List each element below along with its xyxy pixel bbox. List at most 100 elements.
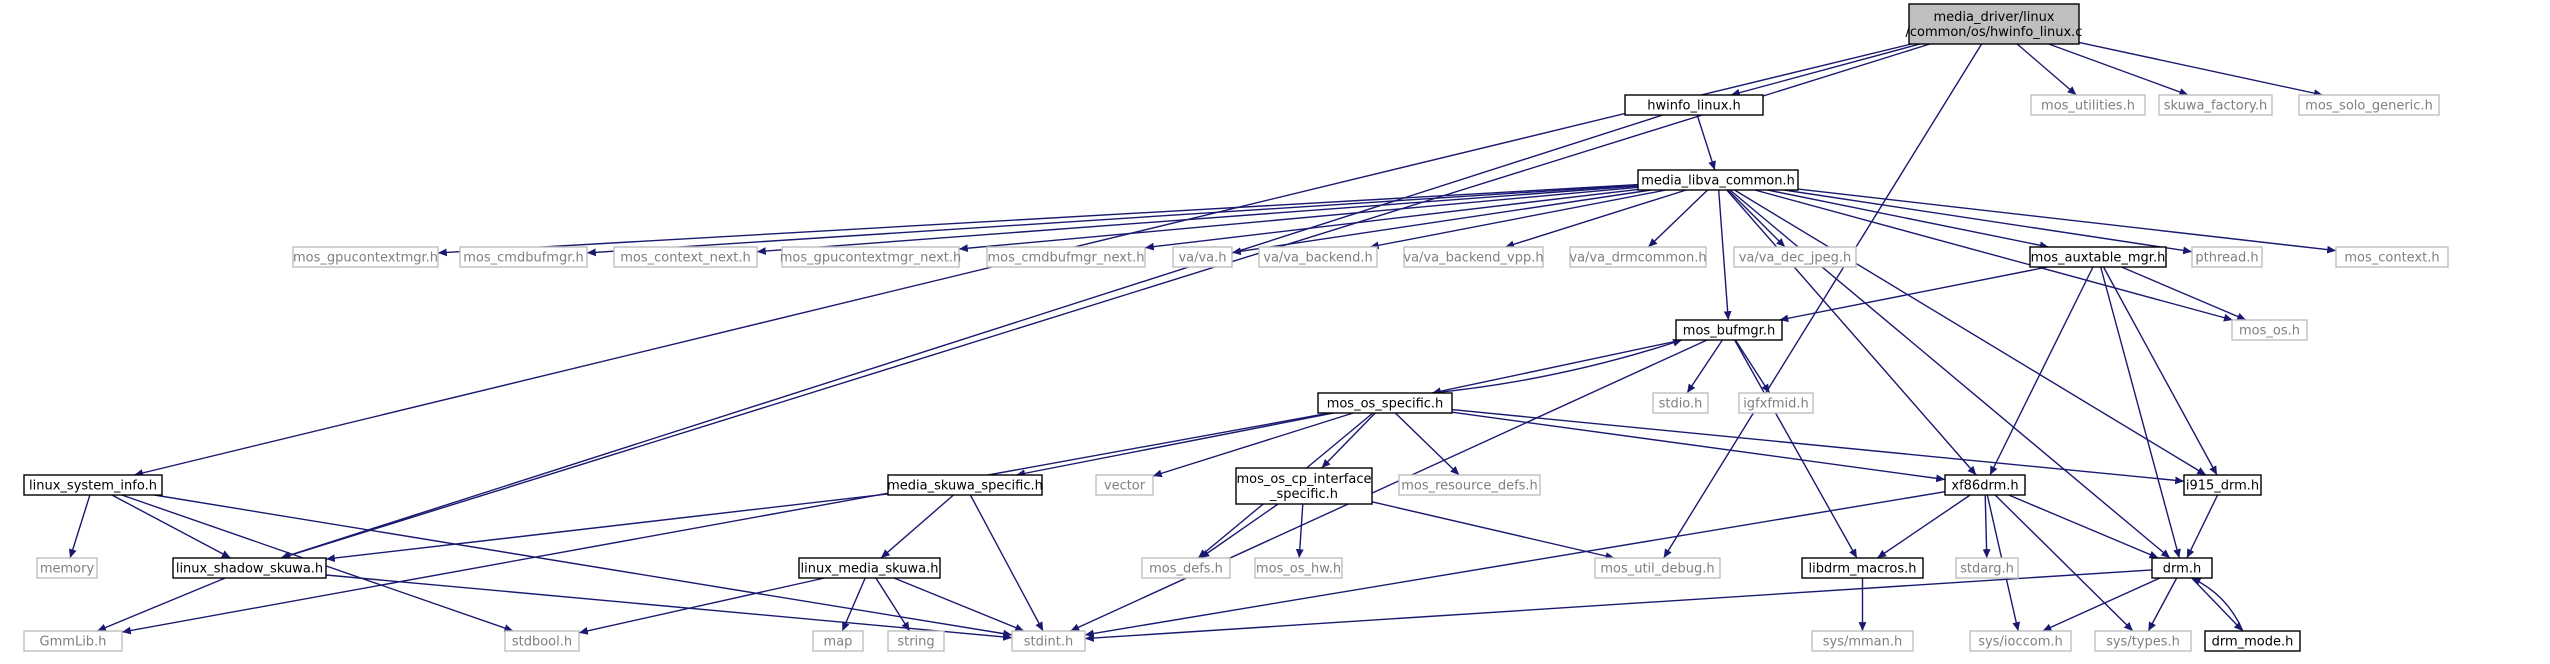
node-label: va/va.h [1178, 251, 1226, 266]
node-linux-shadow-skuwa[interactable]: linux_shadow_skuwa.h [172, 557, 327, 579]
edge-mos_os_specific-to-mos_resource_defs [1394, 412, 1460, 476]
node-drm[interactable]: drm.h [2151, 557, 2213, 579]
node-vector: vector [1095, 474, 1154, 496]
node-mos-context: mos_context.h [2335, 246, 2449, 268]
node-root[interactable]: media_driver/linux/common/os/hwinfo_linu… [1906, 3, 2083, 45]
edge-linux_system_info-to-linux_shadow_skuwa [111, 494, 231, 559]
node-box [1141, 557, 1231, 579]
node-label: igfxfmid.h [1743, 397, 1809, 412]
node-label: mos_bufmgr.h [1683, 324, 1775, 339]
node-label: va/va_backend_vpp.h [1403, 251, 1543, 266]
node-label: media_skuwa_specific.h [887, 479, 1043, 494]
node-label: linux_media_skuwa.h [801, 562, 939, 577]
edge-linux_shadow_skuwa-to-GmmLib [96, 577, 226, 632]
node-box [1637, 169, 1799, 191]
edge-linux_system_info-to-memory [69, 494, 91, 559]
node-libdrm-macros[interactable]: libdrm_macros.h [1801, 557, 1924, 579]
edge-mos_bufmgr-to-stdint [1070, 339, 1708, 632]
node-box [1095, 474, 1154, 496]
edge-xf86drm-to-stdarg [1982, 494, 1991, 559]
node-label: sys/types.h [2106, 635, 2180, 650]
node-box [1011, 630, 1086, 652]
node-label: media_libva_common.h [1641, 174, 1795, 189]
node-label: /common/os/hwinfo_linux.c [1906, 25, 2083, 40]
edge-media_libva_common-to-va_dec_jpeg [1727, 189, 1786, 248]
edge-mos_os_specific-to-i915_drm [1451, 408, 2185, 485]
node-box [1811, 630, 1914, 652]
node-box [23, 630, 123, 652]
edge-media_libva_common-to-i915_drm [1734, 189, 2207, 476]
node-box [2183, 474, 2262, 496]
edge-root-to-linux_shadow_skuwa [281, 43, 1931, 560]
edge-media_libva_common-to-xf86drm [1726, 189, 1977, 476]
node-linux-system-info[interactable]: linux_system_info.h [23, 474, 163, 496]
edge-media_skuwa_specific-to-stdint [969, 494, 1044, 632]
node-box [2030, 94, 2146, 116]
edge-linux_media_skuwa-to-stdint [893, 577, 1025, 632]
edge-drm-to-drm_mode [2191, 577, 2244, 632]
node-box [1908, 3, 2080, 45]
node-hwinfo-linux[interactable]: hwinfo_linux.h [1624, 94, 1764, 116]
node-box [1172, 246, 1233, 268]
node-box [23, 474, 163, 496]
node-linux-media-skuwa[interactable]: linux_media_skuwa.h [798, 557, 941, 579]
node-box [887, 474, 1043, 496]
edge-media_libva_common-to-mos_bufmgr [1718, 189, 1732, 321]
node-va-backend: va/va_backend.h [1258, 246, 1378, 268]
node-mos-bufmgr[interactable]: mos_bufmgr.h [1675, 319, 1783, 341]
edge-drm-to-sys_ioccom [2042, 577, 2161, 632]
edge-hwinfo_linux-to-linux_shadow_skuwa [280, 114, 1664, 560]
node-xf86drm[interactable]: xf86drm.h [1944, 474, 2026, 496]
node-label: hwinfo_linux.h [1647, 99, 1741, 114]
node-box [1652, 392, 1709, 414]
node-mos-auxtable-mgr[interactable]: mos_auxtable_mgr.h [2029, 246, 2167, 268]
node-label: mos_auxtable_mgr.h [2031, 251, 2166, 266]
edge-layer [69, 41, 2337, 642]
node-box [172, 557, 327, 579]
node-box [1801, 557, 1924, 579]
node-va-drmcommon: va/va_drmcommon.h [1569, 246, 1707, 268]
edge-mos_os_specific-to-media_skuwa_specific [1016, 412, 1334, 478]
node-label: i915_drm.h [2186, 479, 2259, 494]
node-label: stdarg.h [1960, 562, 2014, 577]
node-mos-os-cp-interface-specific[interactable]: mos_os_cp_interface_specific.h [1235, 467, 1373, 505]
node-igfxfmid: igfxfmid.h [1738, 392, 1814, 414]
node-box [1675, 319, 1783, 341]
edge-media_libva_common-to-va_backend_vpp [1505, 189, 1687, 249]
node-sys-ioccom: sys/ioccom.h [1969, 630, 2072, 652]
node-box [1733, 246, 1857, 268]
edge-media_libva_common-to-va_drmcommon [1647, 189, 1709, 248]
node-box [781, 246, 960, 268]
edge-linux_shadow_skuwa-to-stdint [325, 574, 1013, 641]
node-stdint: stdint.h [1011, 630, 1086, 652]
node-memory: memory [36, 557, 98, 579]
node-label: map [824, 635, 853, 650]
node-media-skuwa-specific[interactable]: media_skuwa_specific.h [887, 474, 1043, 496]
edge-mos_os_cp_interface_specific-to-mos_util_debug [1371, 501, 1615, 560]
edge-root-to-mos_utilities [2016, 43, 2077, 96]
node-label: va/va_drmcommon.h [1569, 251, 1706, 266]
node-media-libva-common[interactable]: media_libva_common.h [1637, 169, 1799, 191]
node-label: drm.h [2163, 562, 2201, 577]
edge-media_libva_common-to-drm [1729, 189, 2171, 559]
node-drm-mode[interactable]: drm_mode.h [2204, 630, 2301, 652]
node-mos-os-specific[interactable]: mos_os_specific.h [1317, 392, 1453, 414]
node-label: skuwa_factory.h [2164, 99, 2268, 114]
edge-mos_bufmgr-to-mos_os_specific [1431, 339, 1683, 396]
node-label: drm_mode.h [2212, 635, 2294, 650]
edge-linux_media_skuwa-to-string [875, 577, 911, 632]
node-box [1258, 246, 1378, 268]
node-stdbool: stdbool.h [504, 630, 580, 652]
node-label: sys/mman.h [1823, 635, 1903, 650]
node-box [36, 557, 98, 579]
edge-root-to-mos_solo_generic [2078, 41, 2323, 97]
node-box [1624, 94, 1764, 116]
node-box [2191, 246, 2263, 268]
node-label: sys/ioccom.h [1978, 635, 2062, 650]
node-i915-drm[interactable]: i915_drm.h [2183, 474, 2262, 496]
node-label: mos_cmdbufmgr_next.h [988, 251, 1145, 266]
edge-linux_media_skuwa-to-map [841, 577, 866, 632]
node-box [504, 630, 580, 652]
edge-mos_bufmgr-to-libdrm_macros [1733, 339, 1858, 559]
node-mos-gpucontextmgr-next: mos_gpucontextmgr_next.h [780, 246, 961, 268]
